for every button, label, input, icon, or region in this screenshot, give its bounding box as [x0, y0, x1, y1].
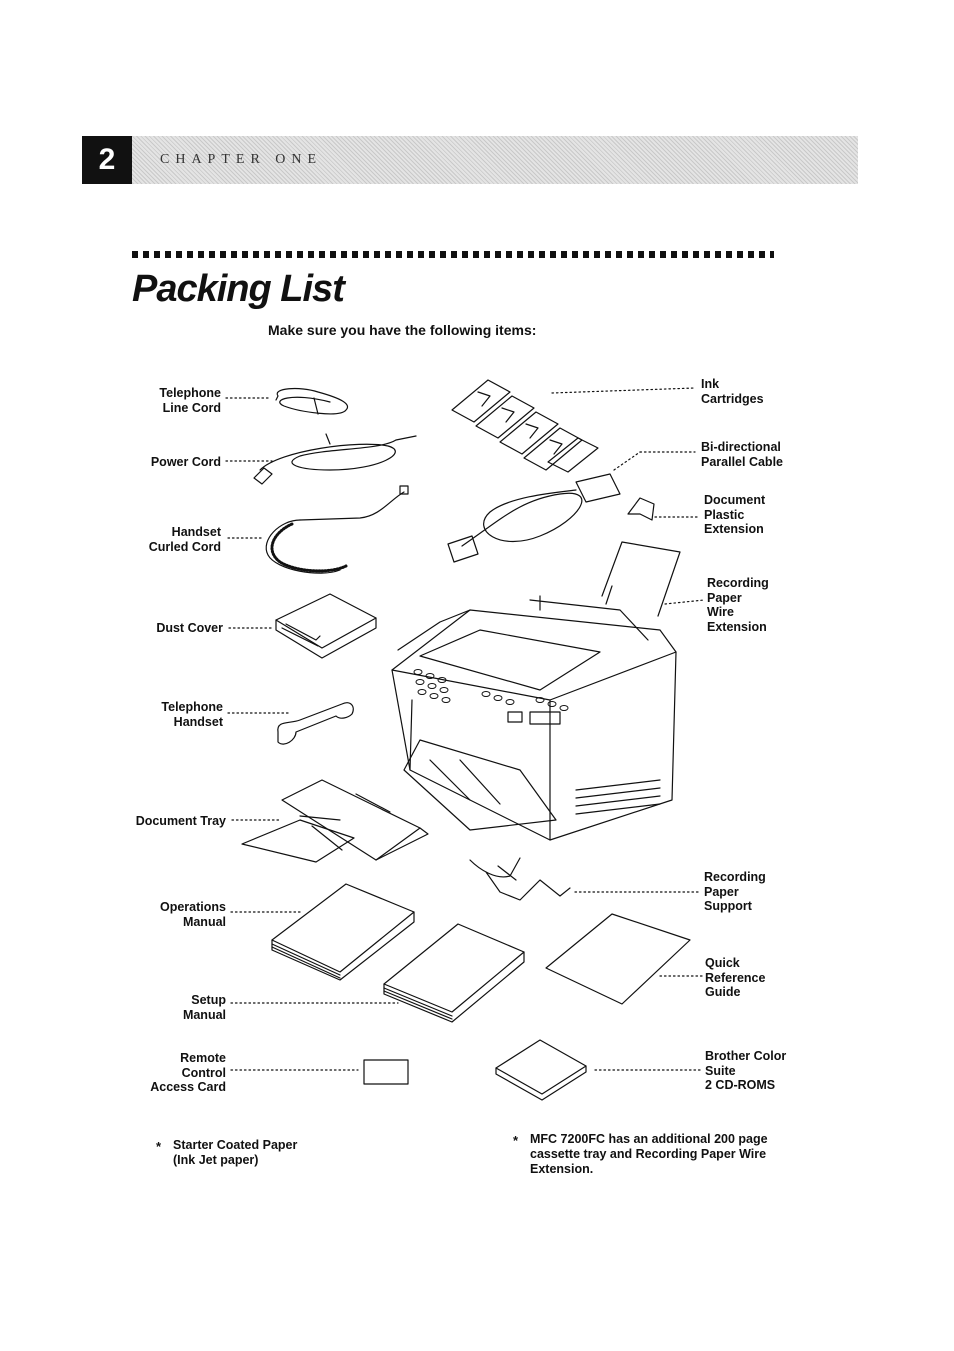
setup-manual-icon [383, 923, 525, 1023]
label-handset-curled-cord: Handset Curled Cord [148, 525, 221, 554]
handset-curled-cord-icon [265, 485, 409, 574]
label-remote-access-card: Remote Control Access Card [150, 1051, 226, 1094]
document-plastic-extension-icon [627, 497, 655, 521]
chapter-header-band [82, 136, 858, 184]
fax-machine-icon [391, 595, 677, 841]
fax-keypad-icon [413, 669, 569, 711]
label-parallel-cable: Bi-directional Parallel Cable [701, 440, 783, 469]
chapter-title: CHAPTER ONE [160, 152, 323, 167]
remote-access-card-icon [363, 1059, 409, 1085]
cd-roms-icon [495, 1039, 587, 1101]
chapter-number: 2 [82, 136, 132, 184]
label-telephone-handset: Telephone Handset [161, 700, 223, 729]
quick-reference-guide-icon [545, 913, 691, 1005]
dotted-rule [132, 251, 774, 258]
note-starter-paper: Starter Coated Paper (Ink Jet paper) [173, 1138, 298, 1167]
label-operations-manual: Operations Manual [160, 900, 226, 929]
label-recording-paper-support: Recording Paper Support [704, 870, 766, 913]
telephone-line-cord-icon [275, 387, 349, 415]
label-setup-manual: Setup Manual [182, 993, 226, 1022]
label-brother-color-suite: Brother Color Suite 2 CD-ROMS [705, 1049, 787, 1092]
label-quick-reference-guide: Quick Reference Guide [705, 956, 766, 999]
page-title: Packing List [132, 268, 345, 310]
power-cord-icon [253, 433, 417, 485]
telephone-handset-icon [277, 702, 354, 745]
recording-paper-support-icon [469, 857, 571, 901]
ink-cartridges-icon [451, 379, 599, 473]
parallel-cable-icon [447, 473, 621, 563]
document-tray-icon [241, 779, 429, 863]
label-dust-cover: Dust Cover [156, 621, 223, 635]
operations-manual-icon [271, 883, 415, 981]
subtitle: Make sure you have the following items: [268, 322, 537, 338]
label-document-plastic-extension: Document Plastic Extension [704, 493, 766, 536]
note-star: * [513, 1133, 519, 1148]
note-mfc-7200fc: MFC 7200FC has an additional 200 page ca… [530, 1132, 768, 1176]
label-telephone-line-cord: Telephone Line Cord [159, 386, 221, 415]
label-document-tray: Document Tray [135, 814, 226, 828]
label-recording-paper-wire-extension: Recording Paper Wire Extension [707, 576, 769, 634]
recording-paper-wire-extension-icon [601, 541, 681, 617]
dust-cover-icon [275, 593, 377, 659]
note-star: * [156, 1139, 162, 1154]
label-ink-cartridges: Ink Cartridges [701, 377, 764, 406]
label-power-cord: Power Cord [150, 455, 221, 469]
